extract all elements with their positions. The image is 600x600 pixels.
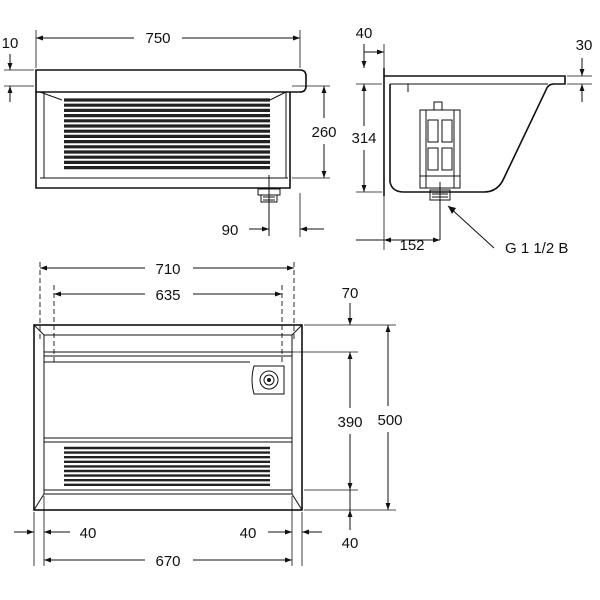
dim-10-label: 10 xyxy=(2,35,19,52)
plan-view xyxy=(33,262,303,511)
dim-635: 635 xyxy=(54,287,282,304)
dim-right-40-label: 40 xyxy=(240,525,257,542)
dim-152: 152 xyxy=(356,196,440,254)
side-view xyxy=(383,68,566,240)
dim-152-label: 152 xyxy=(399,237,424,254)
side-trap xyxy=(419,101,461,240)
thread-label: G 1 1/2 B xyxy=(505,240,568,257)
dim-side-40: 40 xyxy=(356,25,385,68)
dim-710-label: 710 xyxy=(155,261,180,278)
plan-drain xyxy=(251,365,285,395)
dim-10: 10 xyxy=(2,35,34,102)
dim-30-label: 30 xyxy=(576,37,593,54)
dim-260: 260 xyxy=(292,85,337,179)
dim-side-40-label: 40 xyxy=(356,25,373,42)
dim-750-label: 750 xyxy=(145,30,170,47)
plan-grille xyxy=(64,446,270,486)
dim-margins: 40 40 xyxy=(14,496,322,566)
dim-390-label: 390 xyxy=(337,414,362,431)
dim-30: 30 xyxy=(567,37,592,102)
dim-710: 710 xyxy=(40,261,294,278)
dim-670-label: 670 xyxy=(155,553,180,570)
dim-70: 70 xyxy=(304,285,396,326)
dim-left-40-label: 40 xyxy=(80,525,97,542)
dim-90-label: 90 xyxy=(222,222,239,239)
dim-70-label: 70 xyxy=(342,285,359,302)
dim-314: 314 xyxy=(351,83,382,193)
plan-outer xyxy=(33,324,303,511)
dim-90: 90 xyxy=(222,193,324,239)
dim-390: 390 xyxy=(292,351,363,491)
dim-plan-bottom-40-label: 40 xyxy=(342,535,359,552)
dim-500-label: 500 xyxy=(377,412,402,429)
side-basin xyxy=(384,75,566,193)
front-body xyxy=(35,92,291,189)
front-grille xyxy=(64,98,270,170)
thread-callout: G 1 1/2 B xyxy=(447,205,568,257)
dim-750: 750 xyxy=(35,30,301,68)
dim-635-label: 635 xyxy=(155,287,180,304)
dim-plan-bottom-40: 40 xyxy=(342,490,359,552)
dim-314-label: 314 xyxy=(351,130,376,147)
plan-inner xyxy=(43,334,293,495)
dim-670: 670 xyxy=(44,553,292,570)
dim-260-label: 260 xyxy=(311,124,336,141)
front-rim xyxy=(35,69,307,93)
front-view xyxy=(35,69,307,236)
